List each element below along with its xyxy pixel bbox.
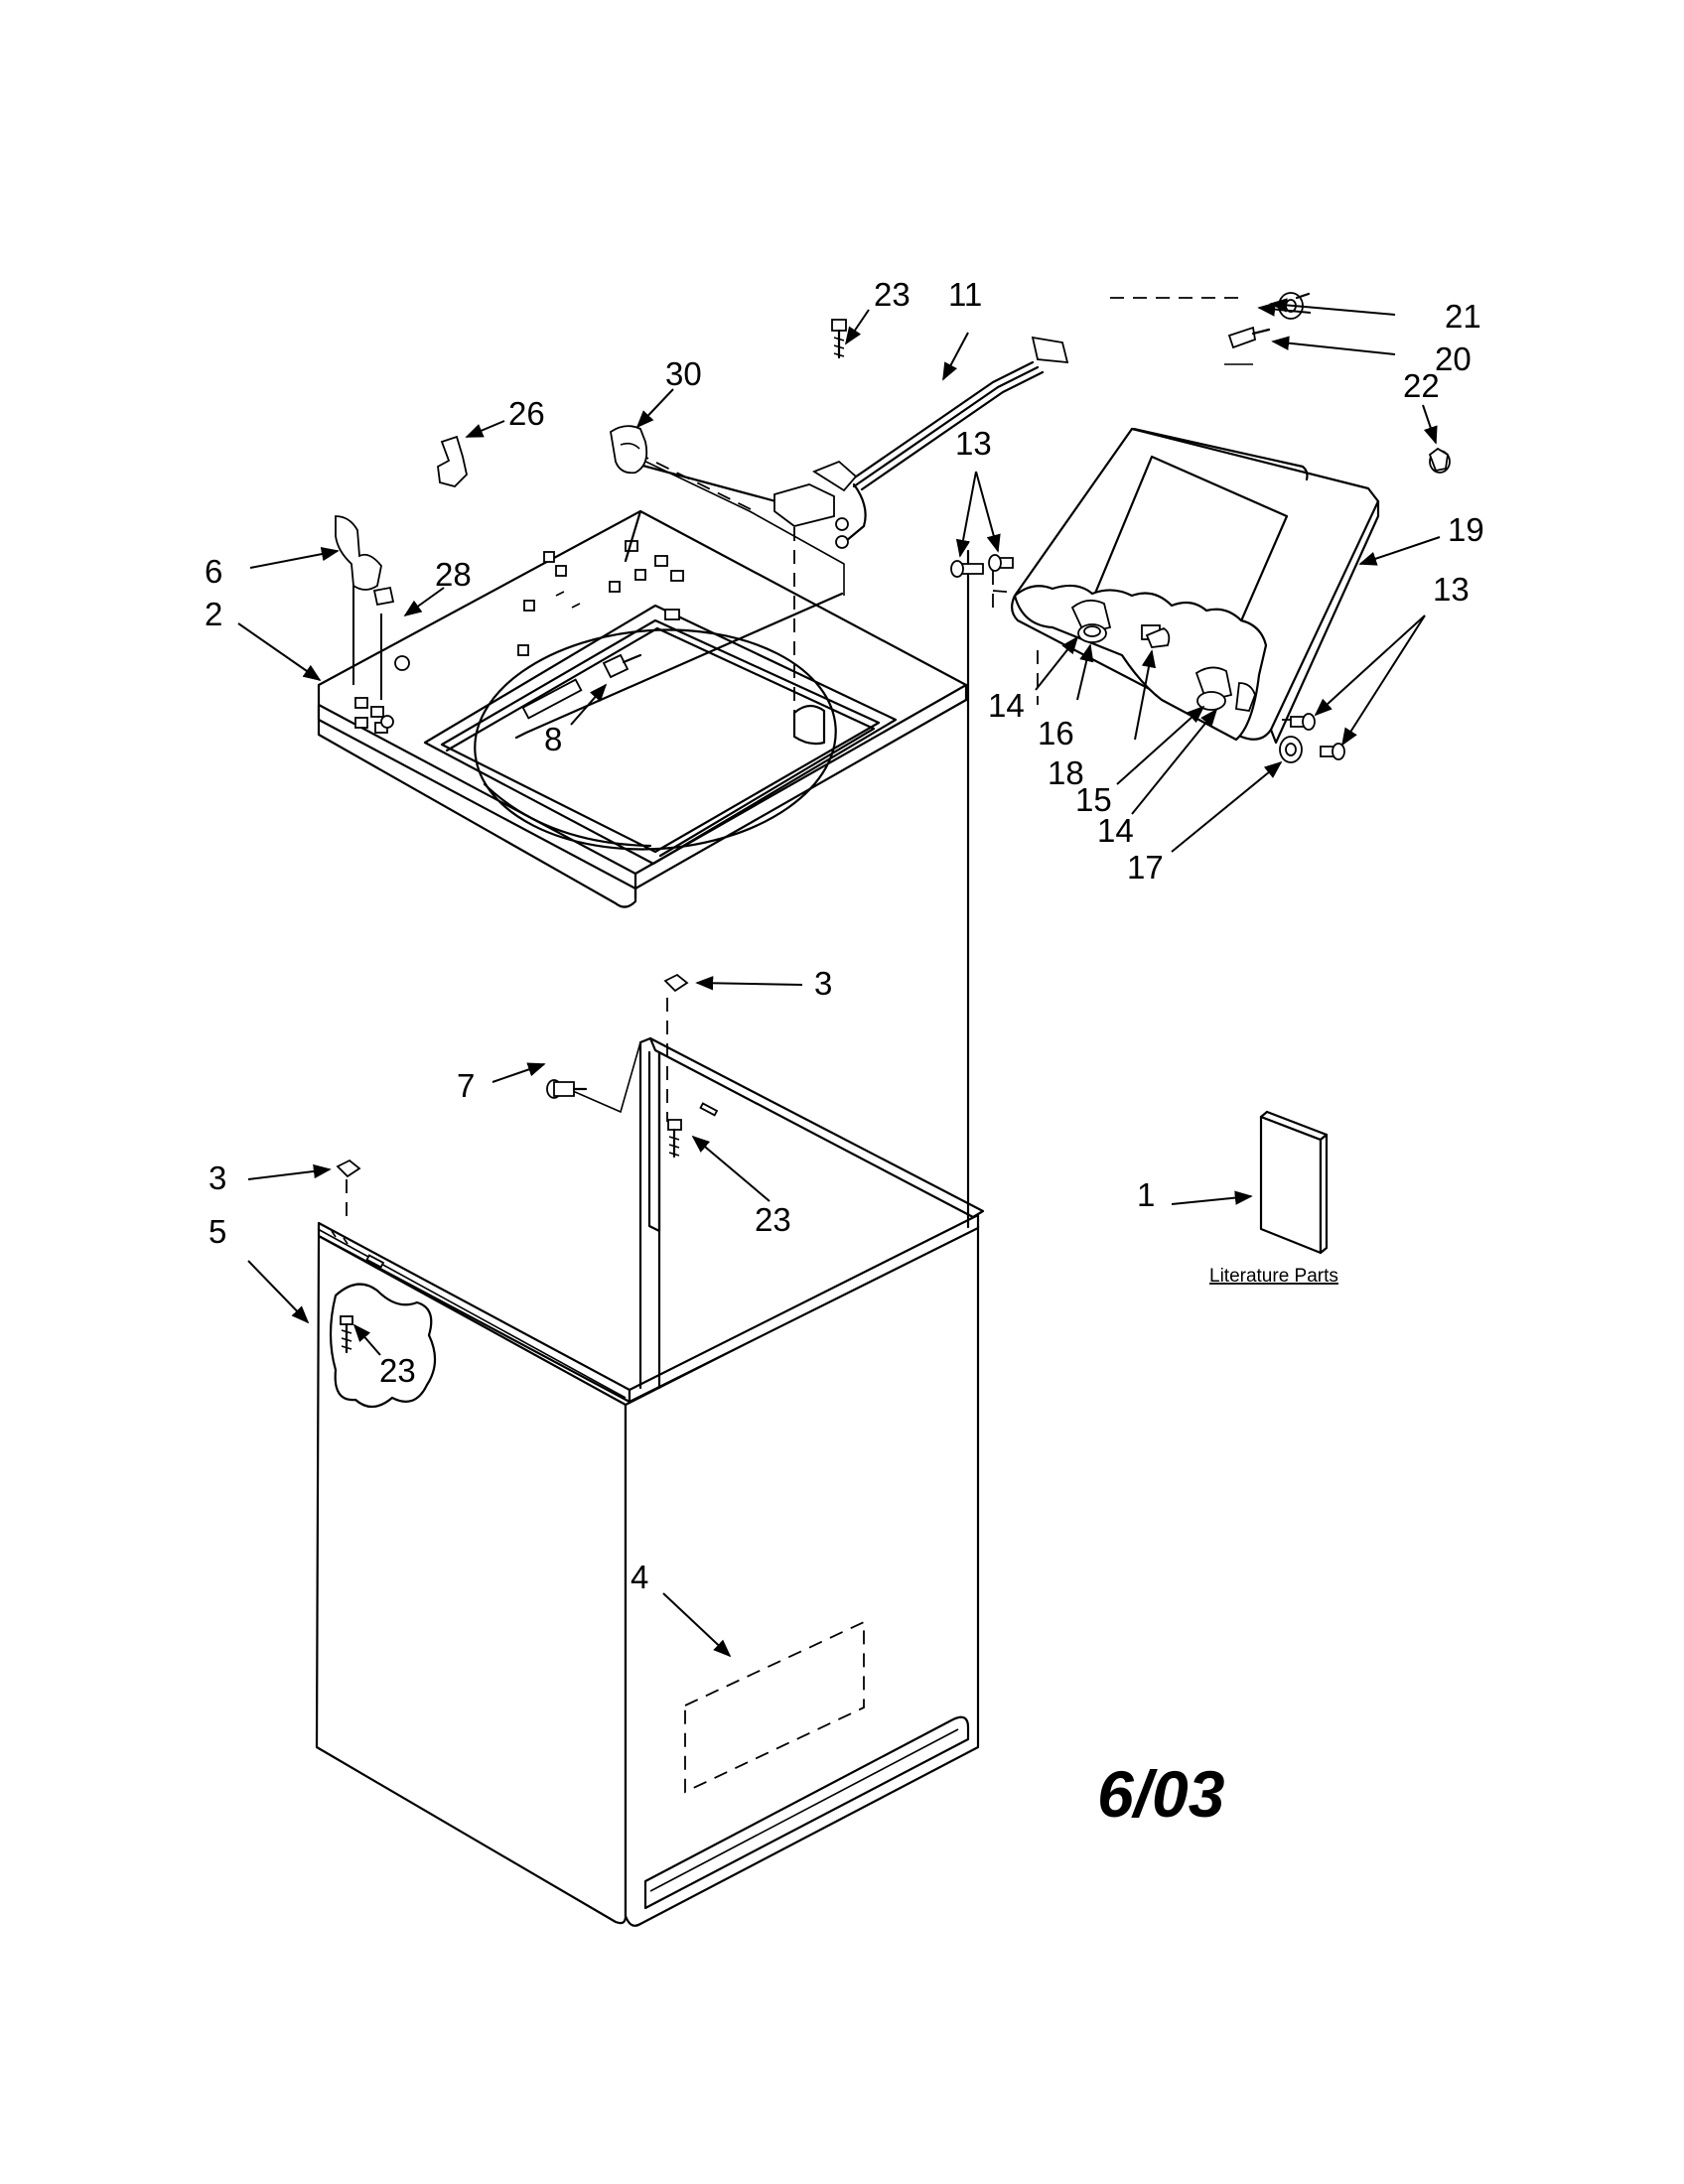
access-panel-4 <box>684 1620 865 1794</box>
clip-28 <box>372 586 395 607</box>
callout-1: 1 <box>1137 1176 1155 1213</box>
callout-22: 22 <box>1403 367 1440 404</box>
callout-7: 7 <box>457 1067 475 1104</box>
callout-23b: 23 <box>755 1201 791 1238</box>
screw-8 <box>602 653 642 679</box>
bracket-30 <box>610 425 648 475</box>
clip-26 <box>437 435 468 488</box>
callout-20: 20 <box>1435 341 1472 377</box>
callout-23c: 23 <box>379 1352 416 1389</box>
callout-14b: 14 <box>1097 812 1134 849</box>
lid <box>950 292 1451 763</box>
callout-26: 26 <box>508 395 545 432</box>
callout-28: 28 <box>435 556 472 593</box>
screw-23-cabinet <box>340 1315 353 1354</box>
literature-parts-label: Literature Parts <box>1209 1266 1338 1287</box>
screw-7 <box>546 1079 588 1099</box>
callout-18: 18 <box>1048 754 1084 791</box>
callout-14a: 14 <box>988 687 1025 724</box>
callout-17: 17 <box>1127 849 1164 886</box>
callout-30: 30 <box>665 355 702 392</box>
callout-3a: 3 <box>814 965 832 1002</box>
cap-22 <box>1428 447 1451 474</box>
callout-labels: 21 20 22 19 13 13 11 23 30 26 6 28 2 8 1… <box>205 276 1484 1595</box>
clip-3-upper <box>663 973 689 993</box>
callout-8: 8 <box>544 721 562 757</box>
lid-switch <box>773 336 1069 549</box>
literature-parts <box>1259 1110 1329 1255</box>
callout-2: 2 <box>205 596 222 632</box>
callout-5: 5 <box>209 1213 226 1250</box>
bumper-18 <box>1145 626 1171 648</box>
screw-23-top <box>831 319 847 359</box>
clip-3-lower <box>336 1159 361 1178</box>
screw-23-post <box>667 1119 682 1159</box>
cabinet <box>315 1036 985 1927</box>
top-panel <box>317 509 968 908</box>
callout-15: 15 <box>1075 781 1112 818</box>
callout-3b: 3 <box>209 1160 226 1196</box>
callout-4: 4 <box>631 1559 648 1595</box>
callout-13b: 13 <box>1433 571 1470 608</box>
hinge-lower <box>1194 666 1256 713</box>
callout-11: 11 <box>948 276 982 313</box>
date-stamp: 6/03 <box>1097 1757 1224 1831</box>
callout-16: 16 <box>1038 715 1074 751</box>
callout-13a: 13 <box>955 425 992 462</box>
bracket-6 <box>335 515 382 591</box>
bolts-13 <box>950 554 1345 760</box>
callout-6: 6 <box>205 553 222 590</box>
leaders <box>237 298 1441 1658</box>
callout-19: 19 <box>1448 511 1484 548</box>
callout-23a: 23 <box>874 276 911 313</box>
pin-20 <box>1227 326 1271 349</box>
callout-21: 21 <box>1445 298 1481 335</box>
